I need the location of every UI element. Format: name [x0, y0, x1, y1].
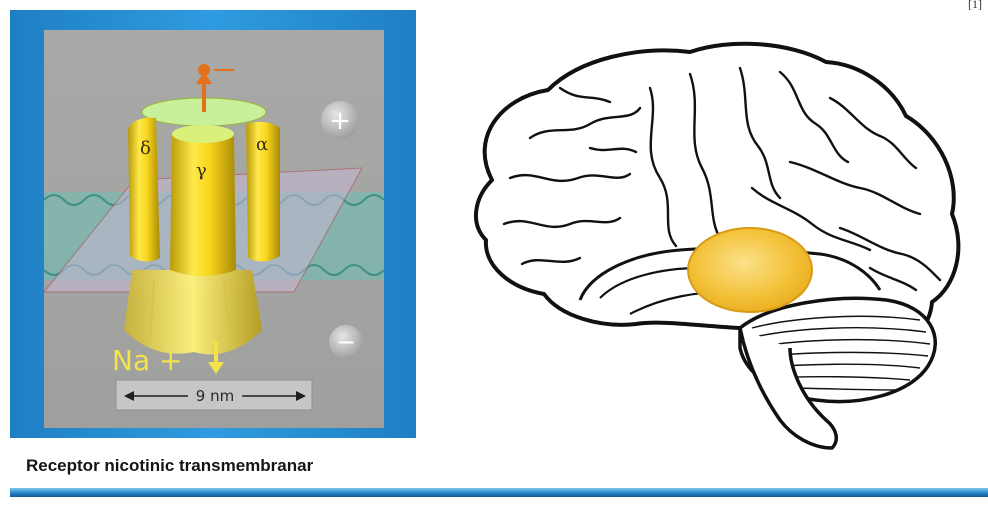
subunit-label-delta: δ — [140, 138, 151, 159]
receptor-diagram: δ γ α + − Na + — [44, 30, 384, 428]
subunit-label-gamma: γ — [196, 160, 207, 181]
minus-icon: − — [329, 325, 363, 359]
subunit-label-alpha: α — [256, 134, 268, 155]
footer-band — [10, 488, 988, 497]
svg-text:+: + — [329, 106, 351, 136]
highlighted-region — [688, 228, 812, 312]
brain-illustration — [440, 28, 980, 468]
scale-label: 9 nm — [196, 387, 234, 405]
plus-icon: + — [321, 101, 359, 139]
receptor-illustration: δ γ α + − Na + — [44, 30, 384, 428]
reference-note: [1] — [968, 0, 982, 12]
svg-text:−: − — [336, 328, 356, 356]
receptor-panel: δ γ α + − Na + — [10, 10, 416, 438]
scale-bar: 9 nm — [116, 380, 312, 410]
ion-label: Na + — [112, 344, 182, 377]
receptor-lower-body — [124, 270, 262, 354]
figure-caption: Receptor nicotinic transmembranar — [26, 456, 313, 476]
subunit-gamma — [170, 125, 236, 276]
